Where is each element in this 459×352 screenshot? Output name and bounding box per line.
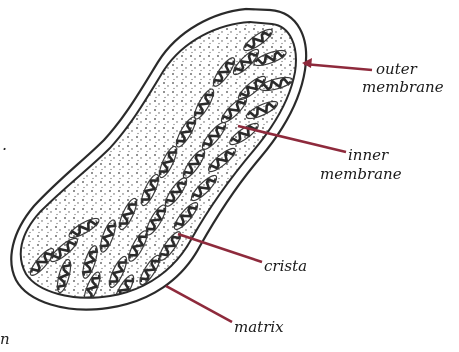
inner-membrane-label-line2: membrane <box>320 165 402 183</box>
outer-membrane-pointer <box>304 64 372 70</box>
matrix-label: matrix <box>234 318 284 336</box>
crista-label: crista <box>264 257 307 275</box>
margin-dot: . <box>2 135 7 154</box>
margin-letter: n <box>0 330 10 347</box>
inner-membrane-label-line1: inner <box>348 146 389 164</box>
outer-membrane-label-line1: outer <box>376 60 418 78</box>
outer-membrane-label-line2: membrane <box>362 78 444 96</box>
matrix-pointer <box>166 286 232 322</box>
